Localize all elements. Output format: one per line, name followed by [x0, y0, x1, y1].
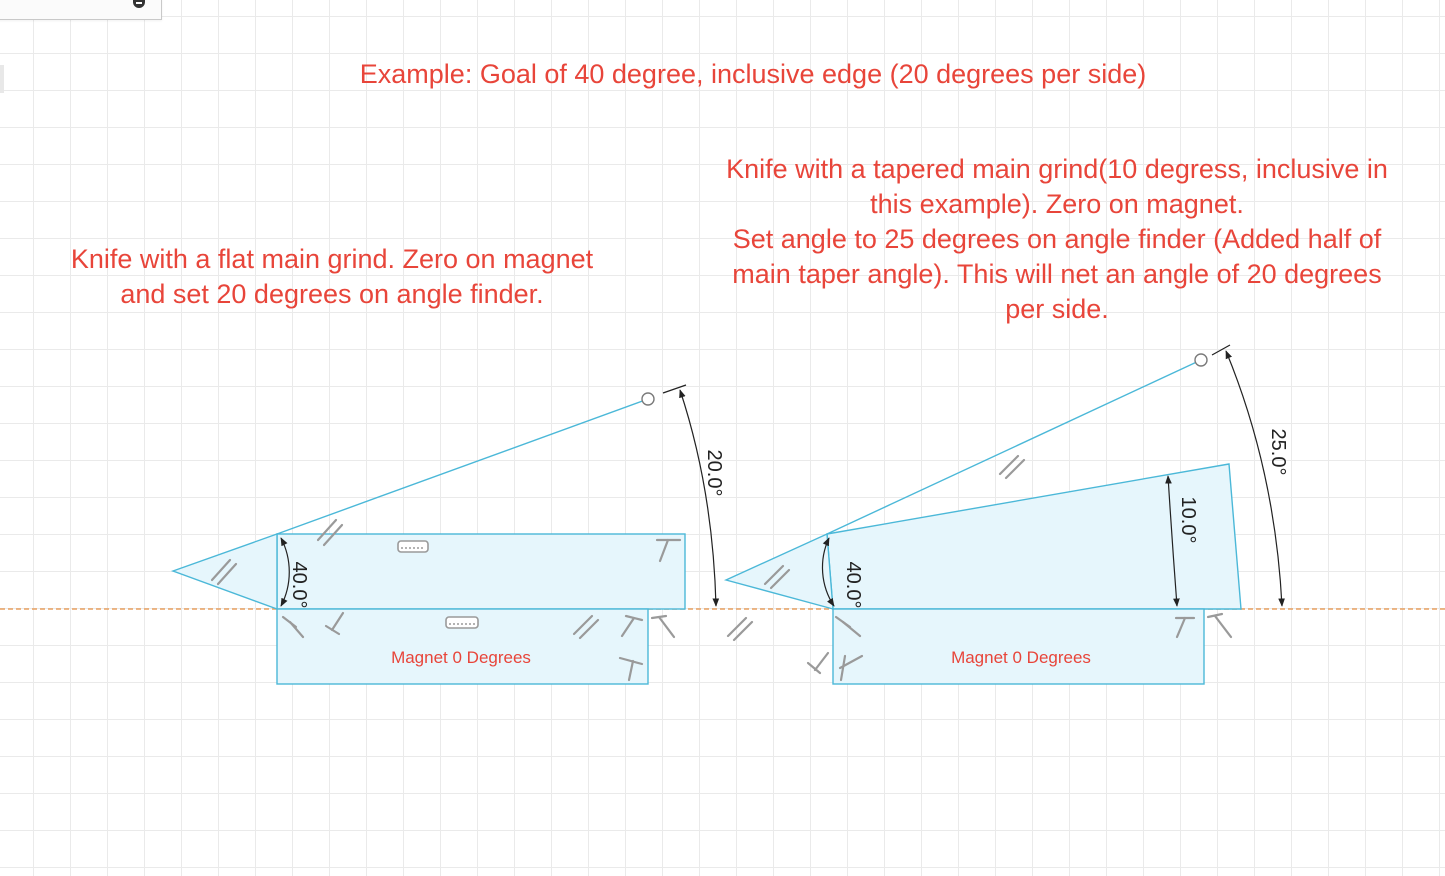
perpendicular-constraint-icon[interactable]: [281, 615, 305, 639]
parallel-constraint-icon[interactable]: [998, 454, 1026, 480]
angle-finder-line[interactable]: [276, 398, 649, 535]
extension-line: [1211, 344, 1231, 356]
right-note-line: Knife with a tapered main grind(10 degre…: [726, 154, 1388, 184]
perpendicular-constraint-icon[interactable]: [1206, 612, 1233, 639]
midpoint-constraint-icon[interactable]: [397, 540, 429, 553]
edge-bevel-triangle[interactable]: [723, 532, 834, 610]
edge-angle-dimension[interactable]: 40.0°: [842, 562, 864, 609]
finder-angle-dimension-arc[interactable]: [679, 389, 720, 607]
left-note-line: and set 20 degrees on angle finder.: [120, 279, 544, 309]
diagram-title: Example: Goal of 40 degree, inclusive ed…: [359, 59, 1147, 89]
right-sketch: Magnet 0 Degrees 40.0° 10.0° 25.0°: [723, 344, 1289, 685]
edge-angle-dimension-arc[interactable]: [821, 537, 835, 607]
left-sketch: Magnet 0 Degrees 40.0° 20.0°: [170, 384, 754, 685]
taper-angle-dimension[interactable]: 10.0°: [1177, 497, 1199, 544]
right-note-line: per side.: [1005, 294, 1109, 324]
parallel-constraint-icon[interactable]: [572, 614, 600, 640]
panel-edge: [0, 65, 4, 93]
edge-angle-dimension[interactable]: 40.0°: [288, 562, 310, 609]
midpoint-constraint-icon[interactable]: [445, 616, 479, 629]
finder-angle-dimension-arc[interactable]: [1225, 350, 1285, 607]
taper-angle-dimension-arc[interactable]: [1165, 475, 1180, 607]
right-note: Knife with a tapered main grind(10 degre…: [672, 152, 1442, 327]
endpoint-handle[interactable]: [641, 392, 655, 406]
magnet-label: Magnet 0 Degrees: [951, 648, 1091, 667]
angle-finder-line[interactable]: [826, 359, 1202, 535]
perpendicular-constraint-icon[interactable]: [324, 611, 345, 636]
extension-line: [662, 384, 687, 394]
perpendicular-constraint-icon[interactable]: [655, 538, 682, 563]
parallel-constraint-icon[interactable]: [210, 558, 238, 586]
right-note-line: Set angle to 25 degrees on angle finder …: [732, 224, 1382, 254]
right-note-line: this example). Zero on magnet.: [870, 189, 1244, 219]
finder-angle-dimension[interactable]: 20.0°: [703, 450, 725, 497]
right-note-line: main taper angle). This will net an angl…: [732, 259, 1382, 289]
browser-panel[interactable]: [0, 0, 162, 20]
endpoint-handle[interactable]: [1194, 353, 1208, 367]
edge-angle-dimension-arc[interactable]: [280, 537, 290, 607]
perpendicular-constraint-icon[interactable]: [834, 615, 862, 638]
left-note: Knife with a flat main grind. Zero on ma…: [0, 242, 664, 312]
perpendicular-constraint-icon[interactable]: [650, 614, 676, 639]
perpendicular-constraint-icon[interactable]: [838, 654, 864, 682]
parallel-constraint-icon[interactable]: [763, 564, 791, 590]
finder-angle-dimension[interactable]: 25.0°: [1267, 429, 1289, 476]
perpendicular-constraint-icon[interactable]: [1174, 616, 1196, 639]
perpendicular-constraint-icon[interactable]: [806, 651, 830, 675]
parallel-constraint-icon[interactable]: [316, 518, 344, 547]
magnet-rect[interactable]: [832, 608, 1205, 685]
collapse-icon[interactable]: [133, 0, 145, 8]
left-note-line: Knife with a flat main grind. Zero on ma…: [70, 244, 594, 274]
perpendicular-constraint-icon[interactable]: [620, 614, 644, 638]
edge-bevel-triangle[interactable]: [170, 533, 278, 611]
parallel-constraint-icon[interactable]: [726, 616, 754, 642]
magnet-label: Magnet 0 Degrees: [391, 648, 531, 667]
blade-main-grind-rect[interactable]: [276, 533, 686, 610]
perpendicular-constraint-icon[interactable]: [618, 656, 644, 682]
